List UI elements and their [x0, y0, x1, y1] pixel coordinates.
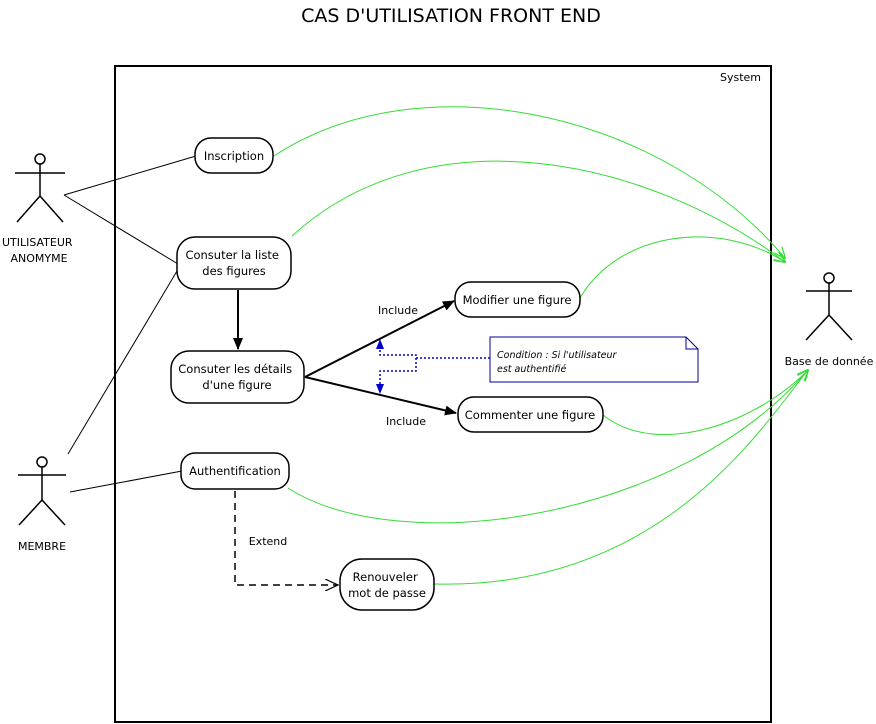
assoc-member-auth [69, 470, 183, 493]
db-link-renouveler [433, 370, 808, 585]
use-case-label: Inscription [204, 149, 264, 163]
db-link-inscription [273, 106, 785, 258]
assoc-anonymous-liste [63, 194, 179, 265]
system-boundary [114, 65, 772, 723]
use-case-consulter-details[interactable]: Consuter les détails d'une figure [170, 350, 305, 404]
svg-text:Base de donnée: Base de donnée [785, 355, 874, 368]
note-shape [489, 336, 699, 383]
stick-figure-icon [805, 272, 853, 341]
label-include-modifier: Include [378, 304, 418, 317]
diagram-title: CAS D'UTILISATION FRONT END [301, 5, 601, 27]
use-case-renouveler[interactable]: Renouveler mot de passe [339, 558, 435, 611]
svg-text:Renouveler mot de passe: Renouveler mot de passe [348, 570, 426, 600]
database-links [273, 106, 808, 585]
svg-text:Consuter la liste des fi: Consuter la liste des figures [185, 248, 282, 278]
svg-text:Inscription: Inscription [204, 149, 264, 163]
db-link-consulter-liste [291, 160, 785, 262]
use-case-label: Commenter une figure [465, 408, 596, 422]
actor-label: MEMBRE [18, 540, 66, 553]
use-case-label: Consuter les détails [178, 362, 292, 376]
use-case-modifier[interactable]: Modifier une figure [454, 281, 581, 318]
actor-member[interactable]: MEMBRE [18, 456, 66, 553]
note-line-1: Condition : Si l'utilisateur [497, 350, 618, 361]
system-label: System [720, 71, 761, 84]
svg-text:Modifier une figure: Modifier une figure [463, 293, 572, 307]
use-case-commenter[interactable]: Commenter une figure [457, 396, 604, 433]
label-extend: Extend [249, 535, 288, 548]
db-link-authentification [287, 370, 808, 524]
use-case-inscription[interactable]: Inscription [194, 137, 274, 174]
stick-figure-icon [15, 153, 65, 223]
use-case-label: Renouveler [353, 570, 418, 584]
actor-label: Base de donnée [785, 355, 874, 368]
assoc-anonymous-inscription [63, 155, 197, 196]
label-include-commenter: Include [386, 415, 426, 428]
actor-label: ANOMYME [10, 252, 67, 265]
db-link-commenter [602, 370, 808, 436]
condition-note: Condition : Si l'utilisateur est authent… [489, 336, 699, 383]
actor-database[interactable]: Base de donnée [785, 272, 874, 368]
associations [63, 155, 197, 493]
note-connector-up [376, 339, 490, 359]
use-case-authentification[interactable]: Authentification [180, 452, 290, 490]
db-link-modifier [579, 236, 785, 299]
svg-text:MEMBRE: MEMBRE [18, 540, 66, 553]
actor-anonymous[interactable]: UTILISATEUR ANOMYME [2, 153, 76, 265]
svg-text:UTILISATEUR ANOMYME: UTILISATEUR ANOMYME [2, 236, 76, 265]
note-line-2: est authentifié [497, 364, 566, 375]
svg-text:Authentification: Authentification [189, 464, 281, 478]
arrow-extend-renouveler [234, 491, 338, 585]
note-text: Condition : Si l'utilisateur est authent… [497, 350, 619, 375]
stick-figure-icon [18, 456, 66, 526]
note-fold [685, 337, 698, 350]
use-case-label: Consuter la liste [185, 248, 278, 262]
use-case-label: des figures [202, 264, 265, 278]
use-case-label: mot de passe [348, 586, 426, 600]
use-case-label: Authentification [189, 464, 281, 478]
actor-label: UTILISATEUR [2, 236, 73, 249]
note-connector [376, 339, 490, 394]
use-case-label: Modifier une figure [463, 293, 572, 307]
use-case-consulter-liste[interactable]: Consuter la liste des figures [176, 236, 292, 290]
assoc-member-liste [67, 265, 181, 455]
use-case-label: d'une figure [202, 378, 271, 392]
arrow-include-commenter [304, 376, 457, 416]
note-connector-down [376, 358, 417, 394]
svg-text:Commenter une figure: Commenter une figure [465, 408, 596, 422]
svg-text:Consuter les détails d'u: Consuter les détails d'une figure [178, 362, 296, 392]
